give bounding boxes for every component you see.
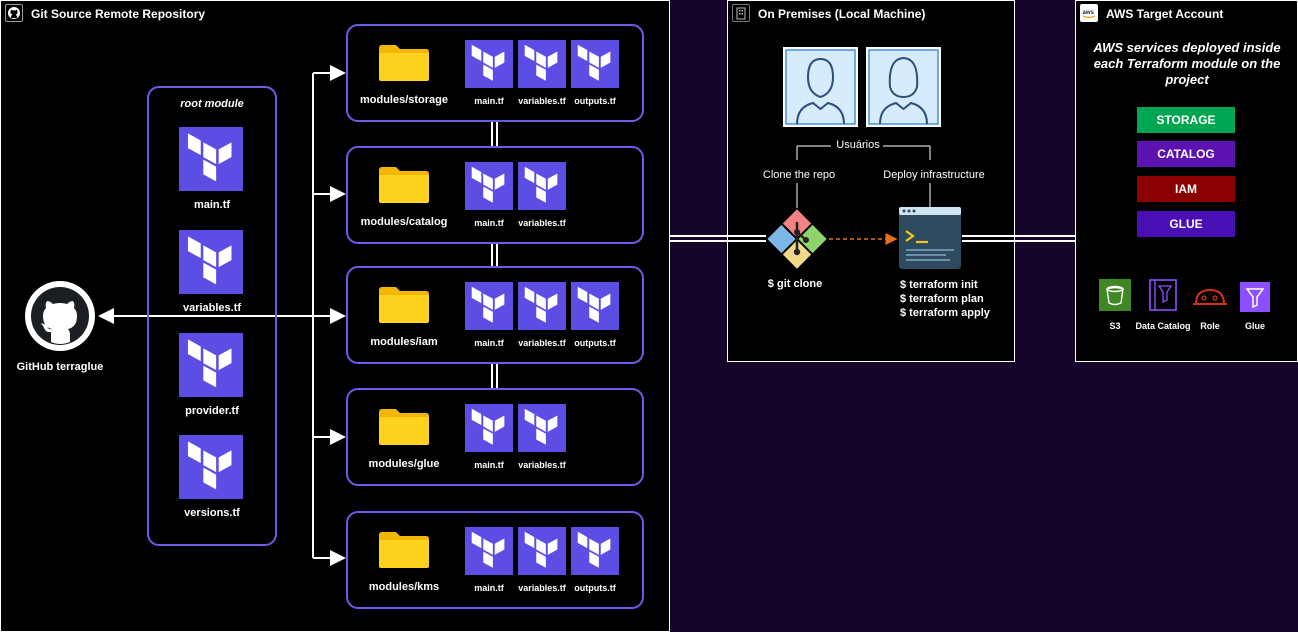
user-male-icon [783,47,858,127]
glue-icon [1240,282,1270,312]
iam-role-icon [1192,284,1228,310]
folder-icon [378,286,430,324]
glue-label: Glue [1244,321,1265,331]
module-file-label: variables.tf [518,338,566,348]
terraform-commands: $ terraform init $ terraform plan $ terr… [900,278,990,320]
module-box [346,146,644,244]
github-label: GitHub terraglue [16,361,104,373]
terraform-icon [518,162,566,210]
aws-logo-icon: aws [1080,4,1098,22]
deploy-label: Deploy infrastructure [883,169,985,181]
terraform-icon [465,404,513,452]
root-file-label: provider.tf [185,405,239,417]
terraform-icon [571,40,619,88]
root-file-label: versions.tf [184,507,240,519]
module-box [346,388,644,486]
terraform-icon [179,333,243,397]
s3-label: S3 [1109,321,1121,331]
root-module-box [147,86,277,546]
module-file-label: outputs.tf [574,338,616,348]
git-clone-command: $ git clone [767,278,823,290]
s3-icon [1099,279,1131,311]
tf-plan-command: $ terraform plan [900,293,984,305]
module-box [346,511,644,609]
module-name: modules/storage [359,94,449,106]
folder-icon [378,531,430,569]
module-name: modules/kms [368,581,440,593]
root-file-label: variables.tf [182,302,242,314]
building-icon [732,4,750,22]
module-name: modules/iam [370,336,438,348]
terminal-icon [898,206,962,270]
module-box [346,266,644,364]
module-file-label: main.tf [474,583,504,593]
module-file-label: outputs.tf [574,96,616,106]
role-label: Role [1200,321,1220,331]
aws-panel-title: AWS Target Account [1106,7,1224,21]
terraform-icon [571,282,619,330]
onprem-panel-title: On Premises (Local Machine) [758,7,926,21]
github-logo-icon [24,280,96,352]
service-badge: GLUE [1136,210,1236,238]
module-file-label: variables.tf [518,218,566,228]
data-catalog-icon [1147,278,1179,312]
module-file-label: variables.tf [518,583,566,593]
terraform-icon [465,40,513,88]
module-file-label: outputs.tf [574,583,616,593]
folder-icon [378,166,430,204]
user-female-icon [866,47,941,127]
terraform-icon [179,127,243,191]
github-small-icon [5,4,23,22]
terraform-icon [518,40,566,88]
terraform-icon [465,282,513,330]
module-name: modules/catalog [360,216,448,228]
tf-apply-command: $ terraform apply [900,307,990,319]
git-logo-icon [766,208,828,270]
aws-subtitle: AWS services deployed inside each Terraf… [1093,40,1281,87]
terraform-icon [465,162,513,210]
terraform-icon [518,527,566,575]
service-badge: IAM [1136,175,1236,203]
terraform-icon [179,435,243,499]
terraform-icon [518,282,566,330]
module-box [346,24,644,122]
git-panel-title: Git Source Remote Repository [31,7,206,21]
service-badge: STORAGE [1136,106,1236,134]
folder-icon [378,44,430,82]
tf-init-command: $ terraform init [900,279,978,291]
module-file-label: main.tf [474,460,504,470]
module-file-label: main.tf [474,338,504,348]
terraform-icon [518,404,566,452]
module-file-label: main.tf [474,96,504,106]
service-badge: CATALOG [1136,140,1236,168]
module-file-label: variables.tf [518,96,566,106]
root-module-title: root module [180,98,244,110]
module-name: modules/glue [368,458,440,470]
module-file-label: variables.tf [518,460,566,470]
terraform-icon [465,527,513,575]
terraform-icon [571,527,619,575]
svg-text:aws: aws [1083,10,1095,16]
folder-icon [378,408,430,446]
users-label: Usuários [836,139,880,151]
clone-label: Clone the repo [762,169,836,181]
terraform-icon [179,230,243,294]
module-file-label: main.tf [474,218,504,228]
root-file-label: main.tf [193,199,231,211]
data-catalog-label: Data Catalog [1135,321,1191,331]
